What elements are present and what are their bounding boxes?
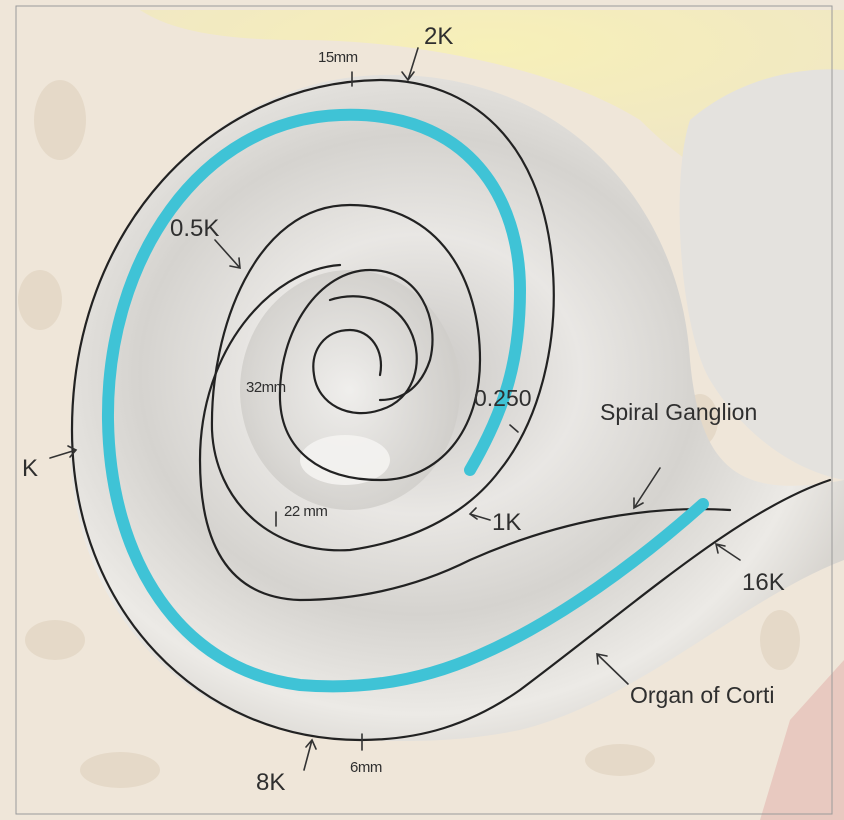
label-16k: 16K [742, 569, 785, 596]
label-6mm: 6mm [350, 759, 382, 776]
label-22mm: 22 mm [284, 503, 327, 520]
label-2k: 2K [424, 23, 453, 50]
label-0-5k: 0.5K [170, 215, 219, 242]
inner-highlight [300, 435, 390, 485]
label-organ-of-corti: Organ of Corti [630, 682, 774, 708]
label-15mm: 15mm [318, 49, 358, 66]
label-k-left: K [22, 455, 38, 482]
label-32mm: 32mm [246, 379, 286, 396]
label-8k: 8K [256, 769, 285, 796]
label-1k: 1K [492, 509, 521, 536]
label-spiral-ganglion: Spiral Ganglion [600, 399, 757, 425]
label-0-250: 0.250 [474, 385, 532, 411]
